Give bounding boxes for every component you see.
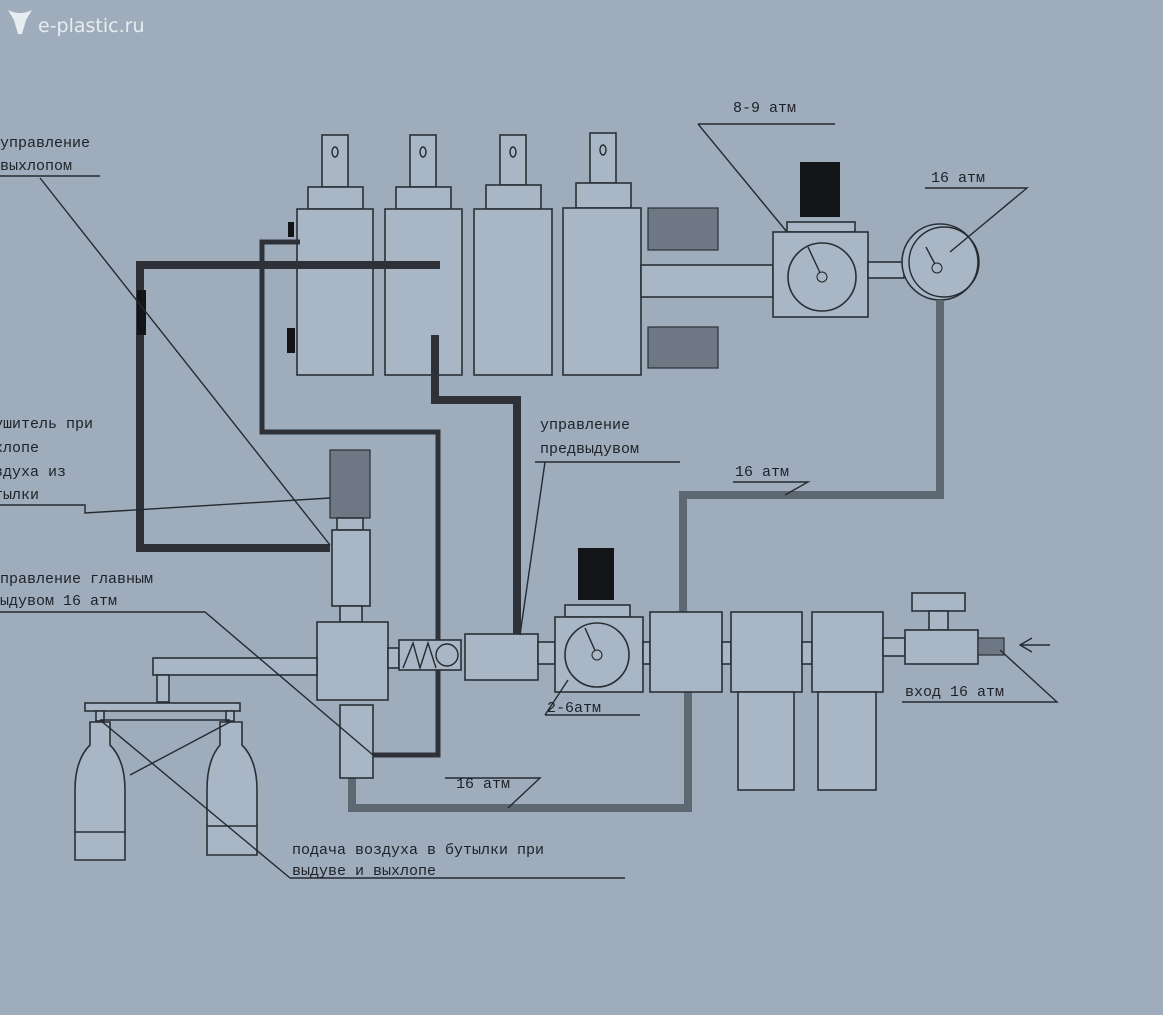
regulator-2-6	[537, 548, 644, 693]
label-preblow-2: предвыдувом	[540, 441, 639, 458]
label-main-blow-2: выдувом 16 атм	[0, 593, 117, 610]
pipe-16-lower	[348, 692, 692, 812]
solenoid	[578, 548, 614, 600]
pipe-preblow-control	[431, 335, 521, 634]
distribution-block	[649, 611, 723, 693]
label-exhaust-1: управление	[0, 135, 90, 152]
block-upper	[647, 207, 719, 251]
label-inlet: вход 16 атм	[905, 684, 1004, 701]
watermark-text: e-plastic.ru	[38, 15, 145, 37]
inlet-valve	[904, 592, 1050, 665]
label-bottle-air-1: подача воздуха в бутылки при	[292, 842, 544, 859]
inlet-arrow-icon	[1018, 637, 1050, 653]
label-bottle-air-2: выдуве и выхлопе	[292, 863, 436, 880]
watermark: e-plastic.ru	[8, 10, 145, 37]
labels: управление выхлопом глушитель при выхлоп…	[0, 100, 1004, 880]
pipe-exhaust-control	[136, 261, 440, 552]
label-2-6: 2-6атм	[547, 700, 601, 717]
gauge-16	[901, 223, 980, 301]
bottle-right	[206, 721, 258, 856]
label-silencer-1: глушитель при	[0, 416, 93, 433]
label-preblow-1: управление	[540, 417, 630, 434]
label-silencer-3: воздуха из	[0, 464, 66, 481]
silencer	[329, 449, 371, 519]
valve-block	[84, 449, 539, 779]
label-silencer-4: бутылки	[0, 487, 39, 504]
label-silencer-2: выхлопе	[0, 440, 39, 457]
regulator-8-9	[772, 162, 869, 318]
label-main-blow-1: управление главным	[0, 571, 153, 588]
cylinder-1	[296, 134, 374, 376]
logo-icon	[8, 10, 32, 34]
filter-2	[811, 611, 884, 791]
cylinder-3	[473, 134, 553, 376]
label-exhaust-2: выхлопом	[0, 158, 72, 175]
label-8-9: 8-9 атм	[733, 100, 796, 117]
label-16-gauge: 16 атм	[931, 170, 985, 187]
pipe-main-blow-control	[259, 239, 441, 758]
solenoid	[800, 162, 840, 217]
cylinder-4	[562, 132, 642, 376]
label-16-lower: 16 атм	[456, 776, 510, 793]
cylinder-bank	[296, 132, 774, 376]
cylinder-2	[384, 134, 463, 376]
block-lower	[647, 326, 719, 369]
filter-1	[730, 611, 803, 791]
label-16-upper: 16 атм	[735, 464, 789, 481]
manifold-tube	[640, 264, 774, 298]
bottle-left	[74, 721, 126, 861]
preblow-valve	[464, 633, 539, 681]
pipe-16-upper	[679, 300, 944, 612]
